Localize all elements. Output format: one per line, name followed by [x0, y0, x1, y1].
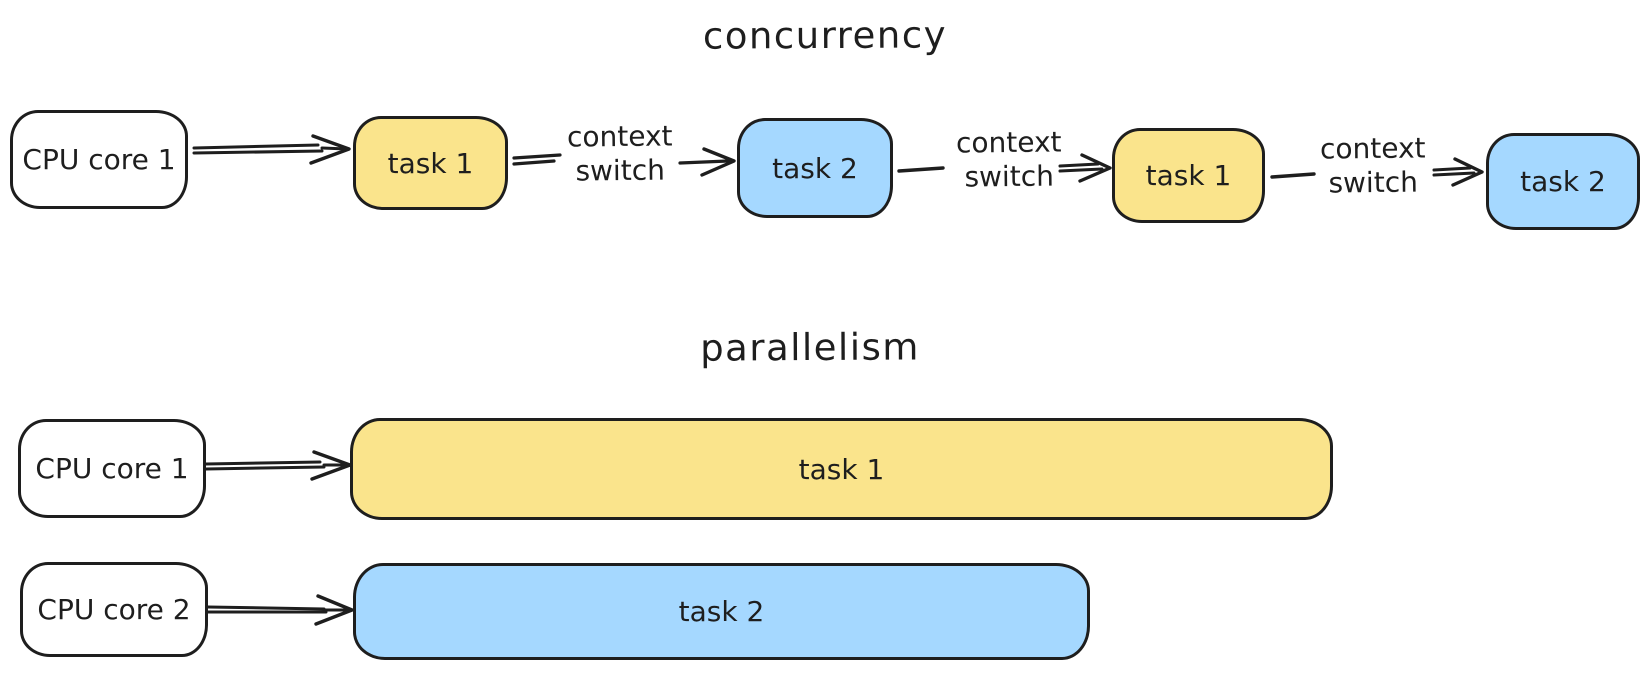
parallel-cpu-core-2-label: CPU core 2	[37, 593, 191, 626]
context-switch-label-1: context switch	[566, 119, 673, 188]
task-1-label-a: task 1	[387, 146, 474, 180]
task-2-label-a: task 2	[772, 151, 858, 185]
parallel-cpu-core-1-node: CPU core 1	[18, 419, 206, 518]
task-1-node-a: task 1	[349, 113, 512, 221]
context-switch-3-stub-icon	[1270, 172, 1316, 179]
task-2-label-b: task 2	[1520, 165, 1606, 198]
context-switch-1-arrow-icon	[678, 147, 736, 177]
arrow-cpu1-to-task1-icon	[192, 134, 351, 165]
context-switch-2-stub-icon	[897, 166, 945, 173]
parallel-task-2-bar: task 2	[353, 563, 1090, 660]
task-2-node-a: task 2	[737, 118, 893, 218]
cpu-core-1-label: CPU core 1	[22, 143, 176, 176]
cpu-core-1-node: CPU core 1	[10, 110, 188, 209]
context-switch-label-3: context switch	[1319, 131, 1426, 200]
parallel-cpu-core-1-label: CPU core 1	[35, 452, 189, 485]
task-2-node-b: task 2	[1485, 130, 1645, 231]
parallelism-title: parallelism	[700, 325, 920, 370]
arrow-cpu2-to-task2-parallel-icon	[206, 594, 354, 626]
arrow-cpu1-to-task1-parallel-icon	[204, 450, 352, 481]
concurrency-title: concurrency	[702, 13, 948, 58]
parallel-task-1-bar: task 1	[350, 418, 1333, 520]
context-switch-3-arrow-icon	[1432, 157, 1484, 187]
context-switch-label-2: context switch	[955, 125, 1062, 194]
parallel-task-1-label: task 1	[798, 452, 885, 486]
parallel-task-2-label: task 2	[678, 595, 765, 628]
task-1-node-b: task 1	[1112, 128, 1265, 223]
context-switch-1-stub-icon	[512, 153, 562, 166]
parallel-cpu-core-2-node: CPU core 2	[20, 562, 208, 657]
context-switch-2-arrow-icon	[1058, 153, 1112, 183]
task-1-label-b: task 1	[1145, 159, 1232, 192]
